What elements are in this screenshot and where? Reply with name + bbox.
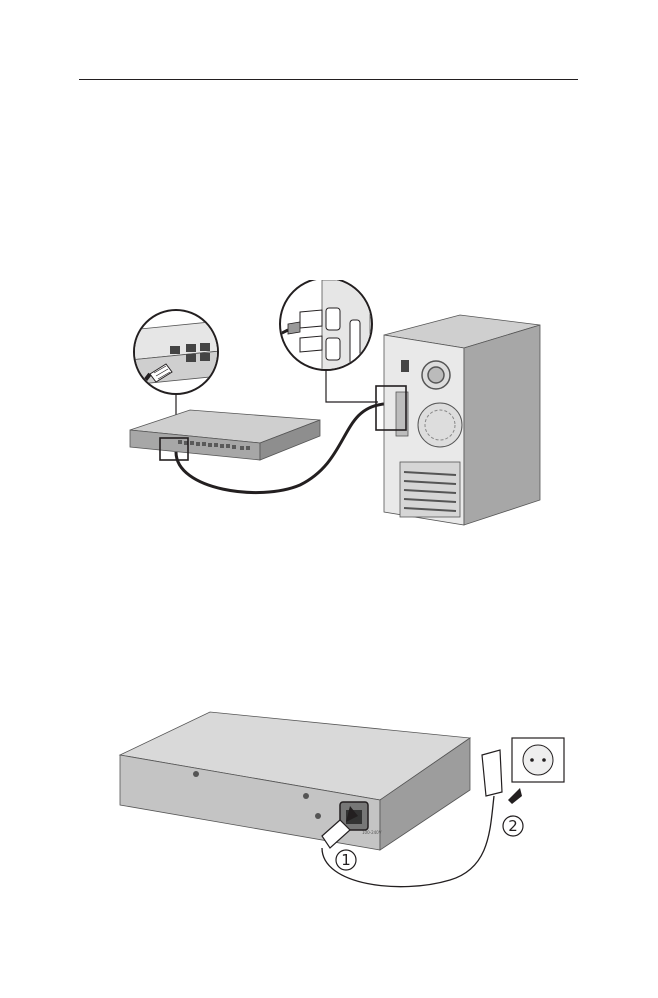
pc-port-zoom-callout [280, 280, 378, 402]
switch-rear-icon: 100-240V [120, 712, 470, 850]
power-connection-illustration: 100-240V 1 2 [0, 700, 658, 900]
arrow-icon [508, 788, 522, 804]
switch-icon [130, 410, 320, 460]
svg-text:100-240V: 100-240V [362, 830, 382, 835]
console-connection-illustration [0, 280, 658, 530]
svg-text:1: 1 [341, 851, 351, 869]
step-2-callout: 2 [503, 816, 523, 836]
desktop-pc-icon [376, 315, 540, 525]
wall-outlet-icon [512, 738, 564, 782]
console-connection-figure [0, 280, 658, 530]
step-1-callout: 1 [336, 850, 356, 870]
power-connection-figure: 100-240V 1 2 [0, 700, 658, 900]
svg-text:2: 2 [508, 817, 518, 835]
header-rule [79, 79, 578, 80]
